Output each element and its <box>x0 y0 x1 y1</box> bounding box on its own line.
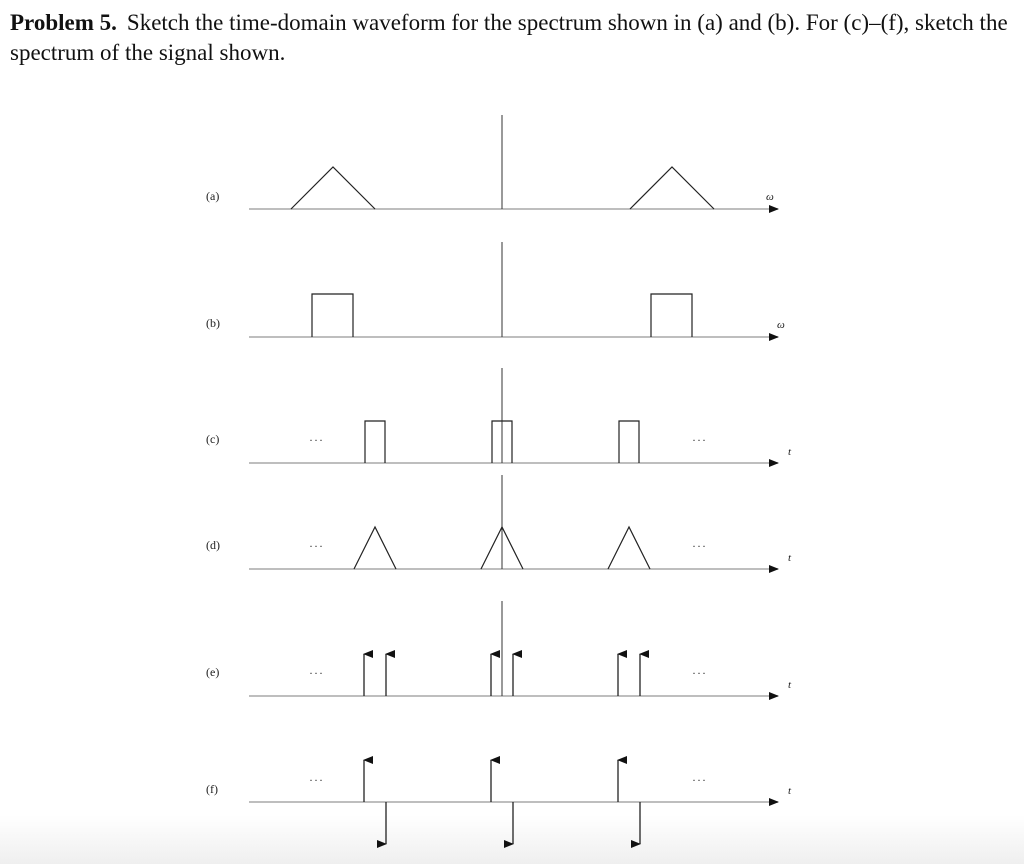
pulse <box>364 420 386 463</box>
triangle-pulse <box>607 525 651 570</box>
axis-variable: ω <box>766 191 774 203</box>
ellipsis-right: ··· <box>692 666 707 680</box>
ellipsis-right: ··· <box>692 539 707 553</box>
axis-variable: t <box>788 785 792 797</box>
panel-label: (e) <box>206 665 219 679</box>
panel-a: (a) ω <box>206 115 779 213</box>
problem-text: Sketch the time-domain waveform for the … <box>10 10 1008 65</box>
ellipsis-left: ··· <box>309 539 324 553</box>
rect-spectrum-left <box>311 293 354 337</box>
problem-title: Problem 5. <box>10 10 117 35</box>
ellipsis-left: ··· <box>309 433 324 447</box>
panel-label: (a) <box>206 189 219 203</box>
axis-variable: t <box>788 446 792 458</box>
ellipsis-left: ··· <box>309 666 324 680</box>
panel-label: (b) <box>206 316 220 330</box>
triangle-spectrum-right <box>629 166 715 210</box>
panel-label: (f) <box>206 782 218 796</box>
axis-variable: ω <box>777 319 785 331</box>
problem-statement: Problem 5.Sketch the time-domain wavefor… <box>10 8 1015 68</box>
panel-e: (e) ··· ··· t <box>206 601 792 700</box>
panel-label: (d) <box>206 538 220 552</box>
axis-variable: t <box>788 552 792 564</box>
ellipsis-left: ··· <box>309 773 324 787</box>
ellipsis-right: ··· <box>692 433 707 447</box>
panel-d: (d) ··· ··· t <box>206 475 792 573</box>
panel-f: (f) ··· ··· t <box>206 756 792 848</box>
triangle-pulse <box>353 525 397 570</box>
panel-b: (b) ω <box>206 242 785 341</box>
pulse <box>618 420 640 463</box>
axis-variable: t <box>788 679 792 691</box>
triangle-spectrum-left <box>290 166 376 210</box>
rect-spectrum-right <box>650 293 693 337</box>
panel-c: (c) ··· ··· t <box>206 368 792 467</box>
panel-label: (c) <box>206 432 219 446</box>
pulse <box>491 420 513 463</box>
triangle-pulse <box>480 525 524 570</box>
ellipsis-right: ··· <box>692 773 707 787</box>
